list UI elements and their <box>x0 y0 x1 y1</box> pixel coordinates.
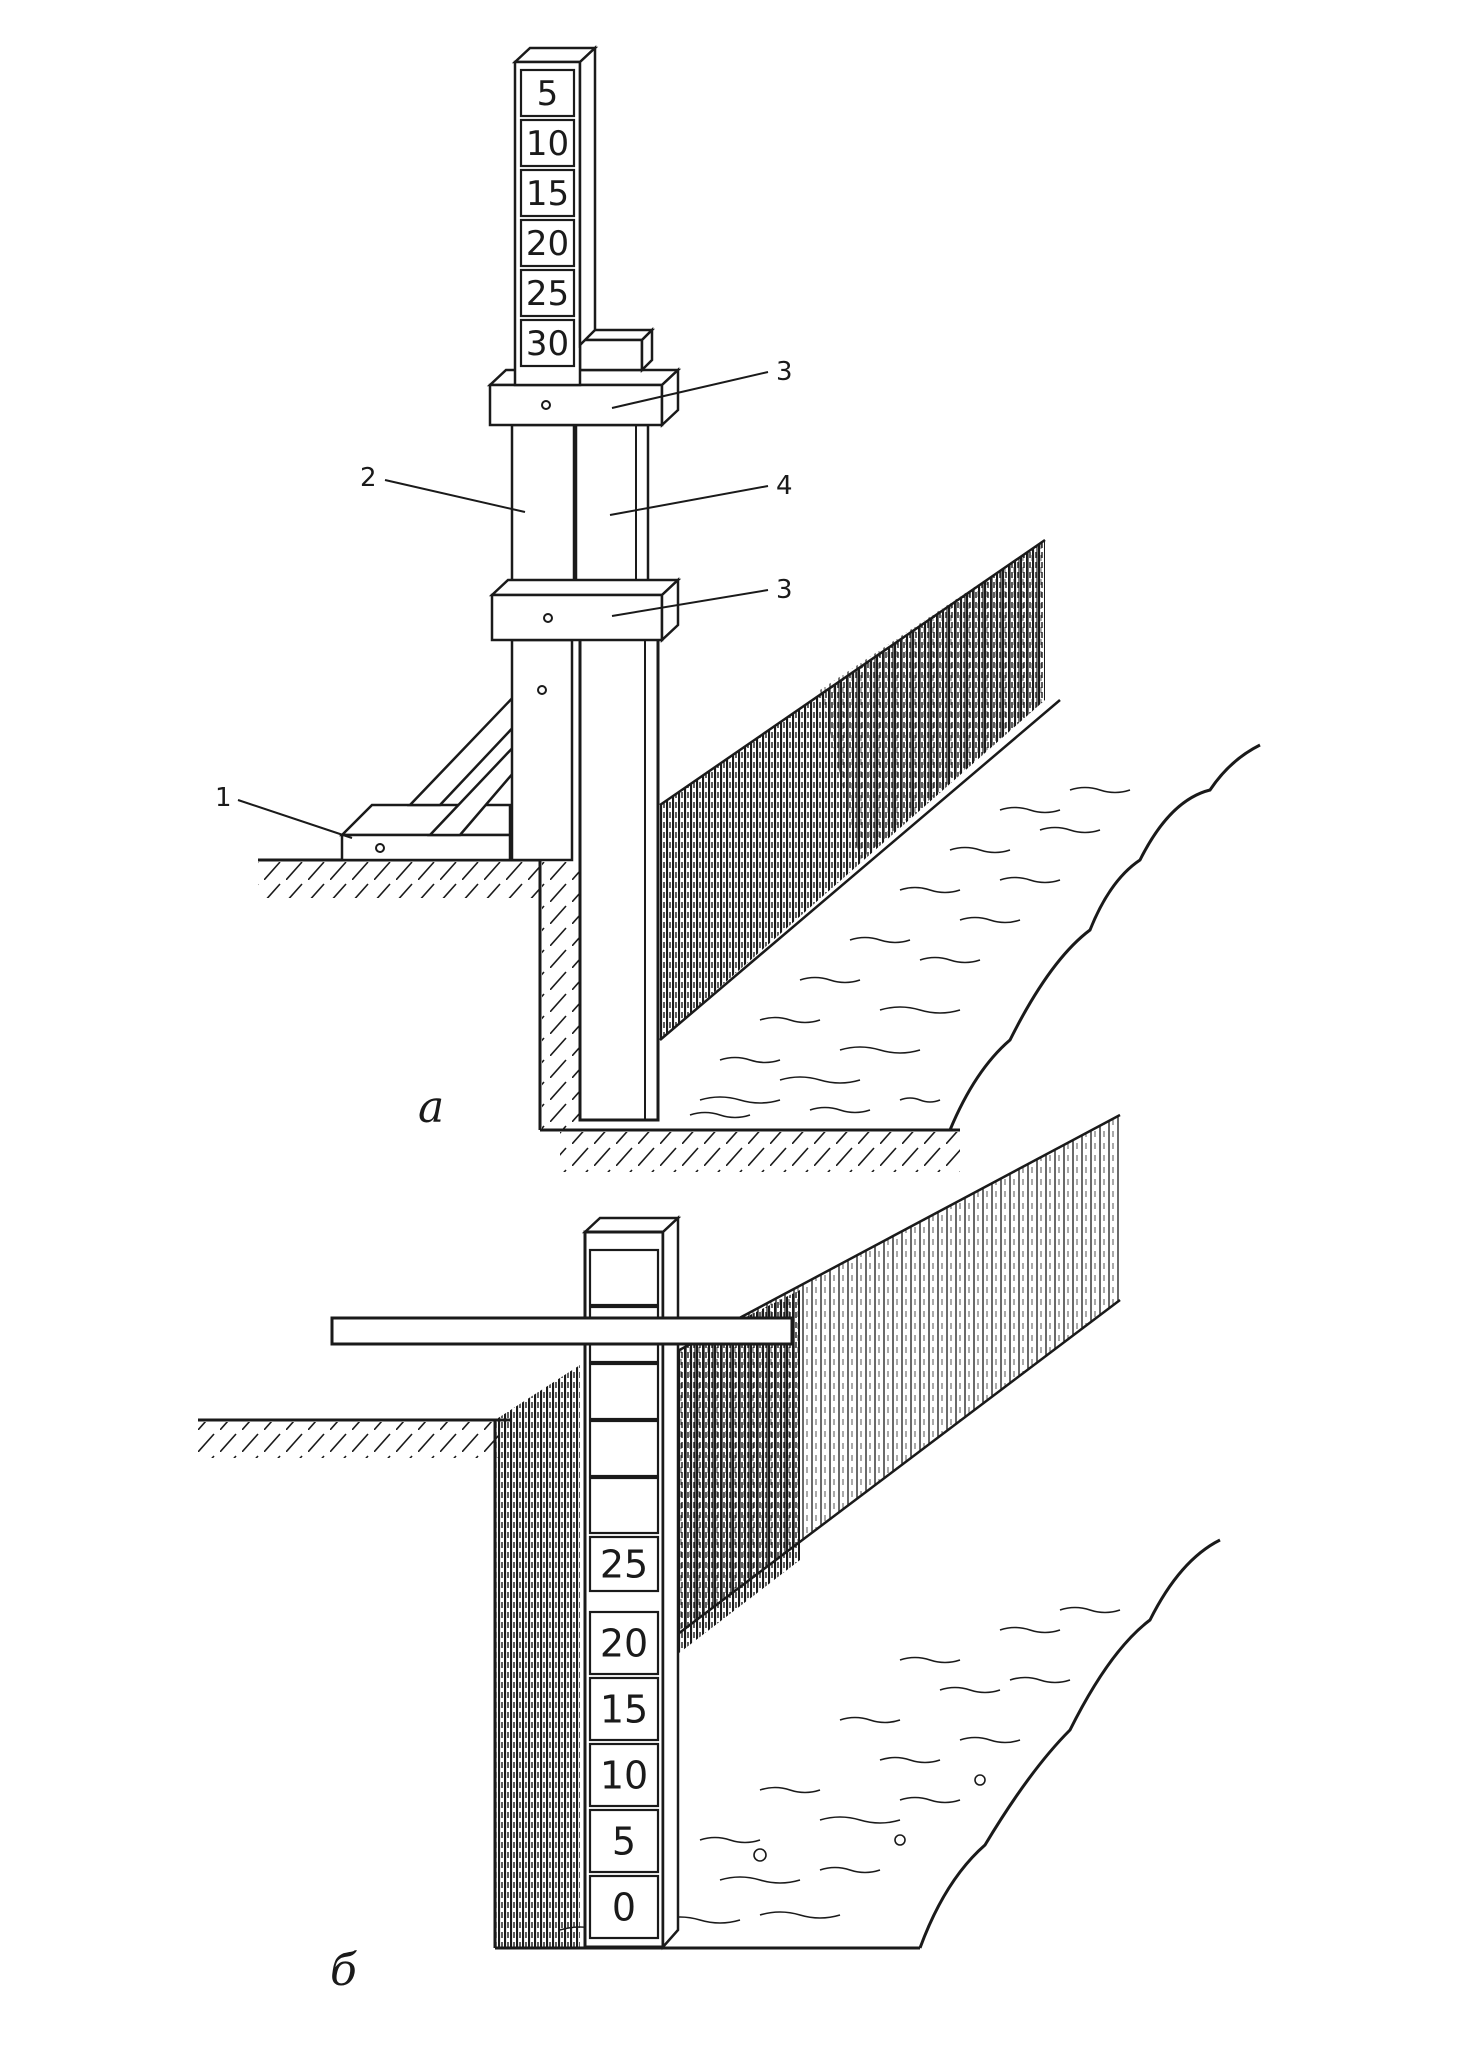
callout-2: 2 <box>360 463 377 493</box>
scale-a-mark-25: 25 <box>526 274 569 314</box>
ground-surface-a <box>258 858 960 1172</box>
trench-far-wall-a <box>659 538 1061 1041</box>
scale-b-mark-15: 15 <box>600 1688 648 1732</box>
gauge-post-a <box>510 628 660 1122</box>
scale-a-mark-15-box <box>519 168 576 218</box>
slide-assembly <box>510 423 650 597</box>
scale-b-mark-25: 25 <box>600 1543 648 1587</box>
scale-b-mark-0-box <box>588 1874 660 1940</box>
caption-b: б <box>330 1945 357 1996</box>
scale-b-mark-0: 0 <box>612 1886 636 1930</box>
scale-b-mark-15-box <box>588 1676 660 1742</box>
scale-a-mark-30: 30 <box>526 324 569 364</box>
callout-3-lower: 3 <box>776 575 793 605</box>
trench-near-wall-b <box>493 1365 580 1948</box>
base-board <box>338 686 522 862</box>
callout-4: 4 <box>776 471 793 501</box>
scale-staff-b: 25 20 15 10 5 0 <box>581 1215 682 1951</box>
scale-a-mark-20-box <box>519 218 576 268</box>
scale-b-mark-20: 20 <box>600 1622 648 1666</box>
scale-b-blank-2-box <box>588 1362 660 1421</box>
upper-clamp <box>486 326 682 428</box>
scale-a-mark-5-box <box>519 68 576 118</box>
scale-a-mark-25-box <box>519 268 576 318</box>
caption-a: а <box>418 1082 444 1133</box>
scale-b-blank-4-box <box>588 1476 660 1535</box>
scale-a-mark-10: 10 <box>526 124 569 164</box>
figure-b-snow-gauge-in-trench: 25 20 15 10 5 0 б <box>198 1113 1221 1996</box>
scale-b-mark-10-box <box>588 1742 660 1808</box>
scale-a-mark-10-box <box>519 118 576 168</box>
scale-staff-a: 5 10 15 20 25 30 <box>511 45 599 387</box>
callouts-a <box>237 371 769 839</box>
scale-b-mark-25-box <box>588 1535 660 1593</box>
scale-a-mark-20: 20 <box>526 224 569 264</box>
callout-1: 1 <box>215 783 232 813</box>
lower-clamp <box>488 577 682 643</box>
figure-a-snow-gauge-on-trench-edge: 5 10 15 20 25 30 1 2 3 3 4 а <box>215 45 1261 1172</box>
scale-b-blank-cells <box>588 1248 660 1535</box>
scale-b-mark-5: 5 <box>612 1820 636 1864</box>
scale-a-mark-30-box <box>519 318 576 368</box>
crossbar-b <box>330 1316 794 1346</box>
scale-a-cells: 5 10 15 20 25 30 <box>519 68 576 368</box>
scale-b-mark-20-box <box>588 1610 660 1676</box>
scale-a-mark-5: 5 <box>537 74 559 114</box>
scale-b-blank-0-box <box>588 1248 660 1307</box>
scale-b-cells: 25 20 15 10 5 0 <box>588 1535 660 1940</box>
trench-far-wall-b <box>669 1113 1121 1660</box>
ground-surface-b <box>198 1418 510 1458</box>
trench-floor-a <box>689 743 1261 1131</box>
scale-a-mark-15: 15 <box>526 174 569 214</box>
scale-b-mark-10: 10 <box>600 1754 648 1798</box>
scale-b-mark-5-box <box>588 1808 660 1874</box>
trench-floor-b <box>495 1538 1221 1950</box>
callout-3-upper: 3 <box>776 357 793 387</box>
scale-b-blank-3-box <box>588 1419 660 1478</box>
